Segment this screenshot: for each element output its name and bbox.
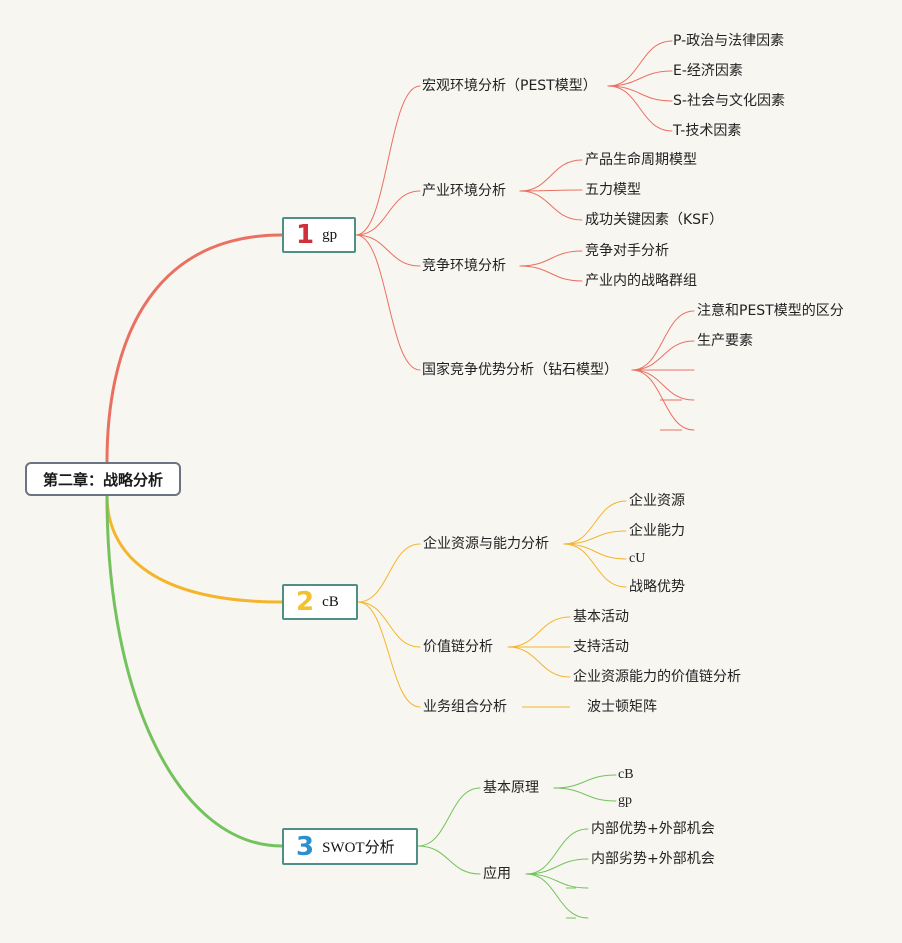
topic-diamond-model[interactable]: 国家竞争优势分析（钻石模型）: [422, 362, 618, 378]
subtopic-pest-diff[interactable]: 注意和PEST模型的区分: [697, 303, 844, 319]
link-value-2: [507, 646, 571, 678]
link-diamond-1: [631, 340, 695, 371]
link-resource-2: [563, 543, 627, 560]
subtopic-gp[interactable]: gp: [618, 793, 632, 808]
link-b1-competition: [355, 234, 421, 267]
link-value-0: [507, 616, 571, 648]
topic-macro-env[interactable]: 宏观环境分析（PEST模型）: [422, 78, 597, 94]
link-resource-0: [563, 500, 627, 545]
topic-value-chain[interactable]: 价值链分析: [423, 639, 493, 655]
link-macro-1: [607, 70, 673, 87]
subtopic-five-forces[interactable]: 五力模型: [585, 182, 641, 198]
link-diamond-3: [631, 369, 695, 401]
branch-node-1[interactable]: 1 gp: [282, 217, 356, 253]
root-node-label: 第二章：战略分析: [42, 470, 163, 489]
link-macro-2: [607, 85, 673, 102]
link-b1-diamond: [355, 234, 421, 371]
link-b1-macro: [355, 85, 421, 236]
subtopic-factors[interactable]: 生产要素: [697, 333, 753, 349]
link-b1-industry: [355, 190, 421, 236]
subtopic-pest-s[interactable]: S-社会与文化因素: [673, 93, 785, 109]
link-macro-0: [607, 40, 673, 87]
subtopic-pest-t[interactable]: T-技术因素: [673, 123, 742, 139]
number-2-icon: 2: [296, 587, 315, 617]
number-3-icon: 3: [296, 831, 315, 862]
subtopic-strategic-advantage[interactable]: 战略优势: [629, 579, 685, 595]
subtopic-competitor[interactable]: 竞争对手分析: [585, 243, 669, 259]
subtopic-support-activity[interactable]: 支持活动: [573, 639, 629, 655]
link-resource-3: [563, 543, 627, 588]
link-industry-0: [519, 159, 583, 192]
link-industry-1: [519, 189, 583, 192]
link-b3-principle: [417, 787, 481, 847]
link-application-2: [525, 873, 589, 889]
link-b2-value: [357, 601, 421, 648]
link-diamond-0: [631, 310, 695, 371]
subtopic-pest-e[interactable]: E-经济因素: [673, 63, 743, 79]
link-competition-0: [519, 250, 583, 267]
link-b3-application: [417, 845, 481, 875]
topic-portfolio[interactable]: 业务组合分析: [423, 699, 507, 715]
link-b2-portfolio: [357, 601, 421, 708]
link-application-3: [525, 873, 589, 919]
subtopic-resources[interactable]: 企业资源: [629, 493, 685, 509]
subtopic-capability[interactable]: 企业能力: [629, 523, 685, 539]
branch-label: cB: [322, 593, 339, 610]
subtopic-value-chain-analysis[interactable]: 企业资源能力的价值链分析: [573, 669, 741, 685]
subtopic-weakness-opportunity[interactable]: 内部劣势+外部机会: [591, 851, 715, 867]
subtopic-lifecycle[interactable]: 产品生命周期模型: [585, 152, 697, 168]
link-competition-1: [519, 265, 583, 282]
link-macro-3: [607, 85, 673, 132]
root-link-1: [105, 233, 284, 464]
topic-basic-principle[interactable]: 基本原理: [483, 780, 539, 796]
topic-resource-capability[interactable]: 企业资源与能力分析: [423, 536, 549, 552]
subtopic-strength-opportunity[interactable]: 内部优势+外部机会: [591, 821, 715, 837]
branch-node-3[interactable]: 3 SWOT分析: [282, 828, 418, 865]
link-principle-1: [553, 787, 617, 802]
link-principle-0: [553, 774, 617, 789]
link-industry-2: [519, 190, 583, 221]
root-link-3: [105, 494, 284, 848]
link-b2-resource: [357, 543, 421, 603]
topic-industry-env[interactable]: 产业环境分析: [422, 183, 506, 199]
subtopic-strategic-group[interactable]: 产业内的战略群组: [585, 273, 697, 289]
link-resource-1: [563, 530, 627, 545]
subtopic-pest-p[interactable]: P-政治与法律因素: [673, 33, 785, 49]
subtopic-primary-activity[interactable]: 基本活动: [573, 609, 629, 625]
subtopic-ksf[interactable]: 成功关键因素（KSF）: [585, 212, 724, 228]
topic-application[interactable]: 应用: [483, 866, 511, 882]
topic-competition-env[interactable]: 竞争环境分析: [422, 258, 506, 274]
subtopic-cu[interactable]: cU: [629, 551, 646, 566]
link-application-1: [525, 858, 589, 875]
root-node[interactable]: 第二章：战略分析: [25, 462, 181, 496]
number-1-icon: 1: [296, 220, 315, 250]
branch-label: gp: [322, 226, 338, 243]
subtopic-bcg-matrix[interactable]: 波士顿矩阵: [587, 699, 657, 715]
root-link-2: [105, 494, 284, 604]
branch-label: SWOT分析: [322, 840, 395, 856]
branch-node-2[interactable]: 2 cB: [282, 584, 358, 620]
link-application-0: [525, 828, 589, 875]
subtopic-cb[interactable]: cB: [618, 767, 634, 782]
